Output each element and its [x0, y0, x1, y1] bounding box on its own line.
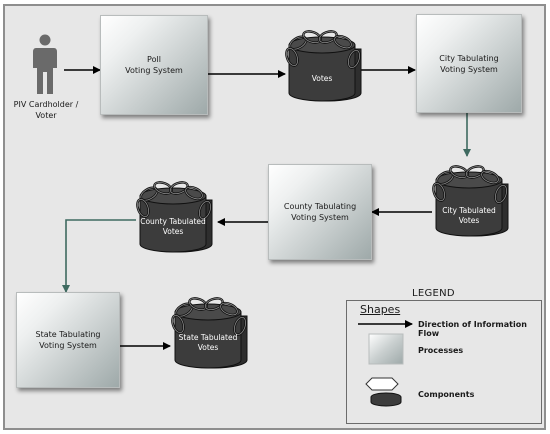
legend-box: [346, 300, 542, 424]
poll-voting-system-label: Poll Voting System: [125, 55, 183, 75]
votes-component[interactable]: Votes: [285, 30, 362, 102]
legend-direction-label: Direction of Information Flow: [418, 320, 527, 338]
legend-components-label: Components: [418, 390, 475, 399]
votes-label: Votes: [311, 74, 333, 83]
county-tabulating-label: County Tabulating Voting System: [283, 202, 357, 222]
person-icon: [33, 34, 57, 94]
poll-voting-system[interactable]: Poll Voting System: [100, 15, 208, 115]
state-tabulating-voting-system[interactable]: State Tabulating Voting System: [16, 292, 120, 388]
state-tabulating-label: State Tabulating Voting System: [35, 330, 101, 350]
chained-cylinder-icon: [136, 181, 213, 253]
state-tabulated-votes-component[interactable]: State Tabulated Votes: [171, 297, 248, 369]
legend-process-swatch: [368, 333, 404, 365]
county-tabulating-voting-system[interactable]: County Tabulating Voting System: [268, 164, 372, 260]
legend-component-shapes: [365, 377, 402, 407]
legend-shapes-heading: Shapes: [360, 303, 401, 316]
chained-cylinder-icon: [432, 165, 509, 237]
county-tabulated-votes-label: County Tabulated Votes: [140, 217, 206, 236]
city-tabulated-votes-component[interactable]: City Tabulated Votes: [432, 165, 509, 237]
city-tabulated-votes-label: City Tabulated Votes: [442, 206, 496, 225]
state-tabulated-votes-label: State Tabulated Votes: [178, 333, 238, 352]
city-tabulating-voting-system[interactable]: City Tabulating Voting System: [416, 14, 522, 113]
voter-caption: PIV Cardholder / Voter: [13, 100, 79, 120]
city-tabulating-label: City Tabulating Voting System: [439, 53, 499, 74]
legend-title: LEGEND: [412, 288, 455, 299]
chained-cylinder-icon: [171, 297, 248, 369]
arrow-county-tabulated-to-state: [62, 219, 136, 293]
chained-cylinder-icon: [285, 30, 362, 102]
legend-processes-label: Processes: [418, 346, 464, 355]
county-tabulated-votes-component[interactable]: County Tabulated Votes: [136, 181, 213, 253]
